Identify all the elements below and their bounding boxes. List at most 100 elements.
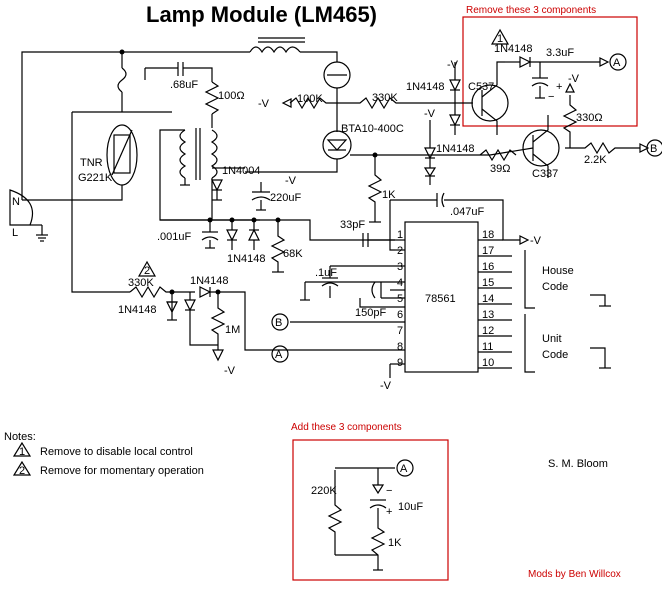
marker-b-left [271,313,289,331]
c-068uf-label: .68uF [170,79,198,91]
neg-v-label-c: -V [568,73,580,85]
note-2-marker-number: 2 [144,265,150,277]
r-1k-label: 1K [382,189,396,201]
pin-6: 6 [397,309,403,321]
unit-code-label-1: Unit [542,333,562,345]
triac-label: BTA10-400C [341,123,404,135]
pin-18: 18 [482,229,494,241]
note-2-icon [12,460,32,476]
n-label: N [12,196,20,208]
note-2-icon-number: 2 [19,465,25,477]
plus-label-b: + [386,506,392,518]
note-1-marker-number: 1 [497,33,503,45]
d-1n4148-d-label: 1N4148 [227,253,266,265]
note-1-text: Remove to disable local control [40,446,193,458]
note-1-icon [12,441,32,457]
neg-v-label-g: -V [224,365,236,377]
remove-box-label: Remove these 3 components [466,5,596,16]
note-2-text: Remove for momentary operation [40,465,204,477]
l-label: L [12,227,18,239]
c-10uf-label: 10uF [398,501,423,513]
c537-label: C537 [468,81,494,93]
notes-heading: Notes: [4,431,36,443]
neg-v-label-e: -V [285,175,297,187]
r-39ohm-label: 39Ω [490,163,510,175]
r-1k-add-label: 1K [388,537,402,549]
pin-15: 15 [482,277,494,289]
plus-label-a: + [556,81,562,93]
note-1-triangle-marker [490,28,510,45]
r-1m-label: 1M [225,324,240,336]
pin-13: 13 [482,309,494,321]
d-1n4148-e-label: 1N4148 [190,275,229,287]
c-001uf-label: .001uF [157,231,192,243]
note-1-icon-number: 1 [19,446,25,458]
minus-label-a: − [548,91,554,103]
r-100ohm-label: 100Ω [218,90,245,102]
d-1n4148-a-label: 1N4148 [406,81,445,93]
add-box [292,439,449,581]
c337-label: C337 [532,168,558,180]
neg-v-label-h: -V [380,380,392,392]
marker-b-right [646,139,662,157]
ic-left-pins: 1 2 3 4 5 6 7 8 9 [397,229,403,369]
d-1n4148-f-label: 1N4148 [118,304,157,316]
marker-a-left [271,345,289,363]
d-1n4148-b-label: 1N4148 [494,43,533,55]
pin-1: 1 [397,229,403,241]
marker-a-add-label: A [400,463,408,475]
mods-credit: Mods by Ben Willcox [528,569,621,580]
neg-v-label-f: -V [530,235,542,247]
neg-v-label-a: -V [258,98,270,110]
c-220uf-label: 220uF [270,192,301,204]
pin-16: 16 [482,261,494,273]
wires [9,37,650,571]
neg-v-label-d: -V [424,108,436,120]
d-1n4148-c-label: 1N4148 [436,143,475,155]
r-330k-low-label: 330K [128,277,154,289]
schematic-title: Lamp Module (LM465) [146,2,377,27]
c-150pf-label: 150pF [355,307,386,319]
pin-8: 8 [397,341,403,353]
marker-a-left-label: A [275,349,283,361]
house-code-label-1: House [542,265,574,277]
c-01uf-label: .1uF [315,267,337,279]
r-330ohm-label: 330Ω [576,112,603,124]
c-047uf-label: .047uF [450,206,485,218]
r-330k-top-label: 330K [372,92,398,104]
tnr-part-label: G221K [78,172,113,184]
minus-label-b: − [386,485,392,497]
marker-a-add [396,459,414,477]
pin-4: 4 [397,277,403,289]
unit-code-label-2: Code [542,349,568,361]
pin-2: 2 [397,245,403,257]
pin-3: 3 [397,261,403,273]
add-box-label: Add these 3 components [291,422,402,433]
pin-11: 11 [482,341,493,353]
c-33pf-label: 33pF [340,219,365,231]
house-code-label-2: Code [542,281,568,293]
marker-b-left-label: B [275,317,282,329]
marker-a-top-label: A [613,57,621,69]
pin-5: 5 [397,293,403,305]
r-220k-label: 220K [311,485,337,497]
d-1n4004-label: 1N4004 [222,165,261,177]
tnr-label: TNR [80,157,103,169]
ic-label: 78561 [425,293,456,305]
marker-b-right-label: B [650,143,657,155]
author-credit: S. M. Bloom [548,458,608,470]
pin-12: 12 [482,325,494,337]
remove-box [462,16,638,127]
pin-9: 9 [397,357,403,369]
neg-v-label-b: -V [447,59,459,71]
pin-7: 7 [397,325,403,337]
r-100k-label: 100K [297,93,323,105]
c-33uf-label: 3.3uF [546,47,574,59]
marker-a-top [609,53,627,71]
r-68k-label: 68K [283,248,303,260]
pin-14: 14 [482,293,494,305]
pin-17: 17 [482,245,494,257]
pin-10: 10 [482,357,494,369]
